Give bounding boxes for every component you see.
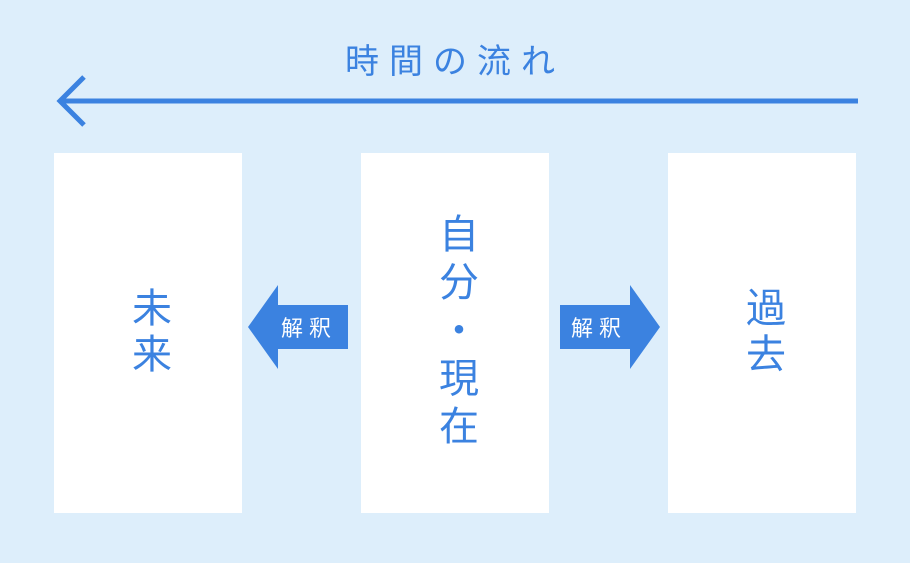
interpret-left-arrow: 解釈 xyxy=(248,285,348,369)
future-box: 未来 xyxy=(54,153,242,513)
present-label: 自分・現在 xyxy=(432,213,478,453)
block-arrow-right-icon xyxy=(560,285,660,369)
block-arrow-left-icon xyxy=(248,285,348,369)
interpret-left-label: 解釈 xyxy=(280,317,337,342)
past-box: 過去 xyxy=(668,153,856,513)
future-label: 未来 xyxy=(125,287,171,379)
present-box: 自分・現在 xyxy=(361,153,549,513)
past-label: 過去 xyxy=(739,287,785,379)
interpret-right-arrow: 解釈 xyxy=(560,285,660,369)
diagram-title: 時間の流れ xyxy=(345,42,565,82)
interpret-right-label: 解釈 xyxy=(570,317,627,342)
